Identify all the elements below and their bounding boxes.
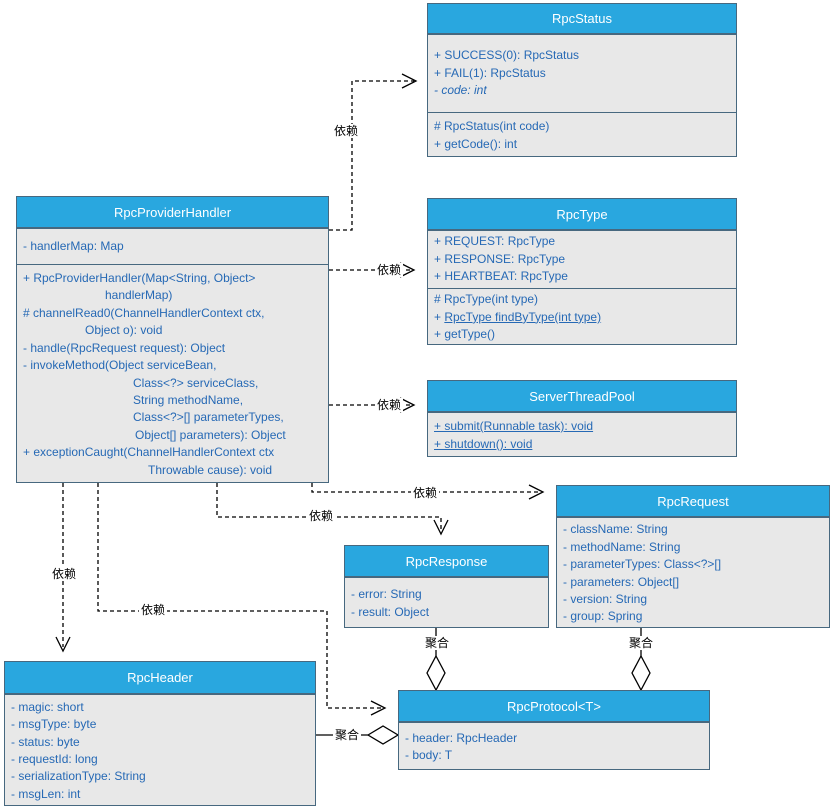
edge-label-dependency: 依赖 [138, 603, 168, 617]
edge-label-dependency: 依赖 [410, 486, 440, 500]
member-line: - serializationType: String [11, 769, 146, 784]
member-line: Throwable cause): void [148, 462, 273, 477]
class-box-rpcstatus: RpcStatus + SUCCESS(0): RpcStatus + FAIL(… [427, 3, 737, 157]
member-line: - status: byte [11, 734, 80, 749]
member-line: + getCode(): int [434, 136, 518, 151]
attributes-section: + SUCCESS(0): RpcStatus + FAIL(1): RpcSta… [428, 34, 736, 112]
class-title: RpcRequest [557, 486, 829, 517]
attributes-section: - header: RpcHeader - body: T [399, 722, 709, 771]
member-line: String methodName, [133, 392, 244, 407]
member-line: # RpcType(int type) [434, 292, 539, 307]
member-line: - invokeMethod(Object serviceBean, [23, 358, 217, 373]
class-title: RpcProviderHandler [17, 197, 328, 228]
member-line: + RESPONSE: RpcType [434, 251, 566, 266]
member-line: - parameters: Object[] [563, 574, 680, 589]
methods-section: + RpcProviderHandler(Map<String, Object>… [17, 264, 328, 484]
open-arrowhead-icon [401, 73, 418, 89]
member-line: - msgType: byte [11, 717, 97, 732]
member-line: Class<?>[] parameterTypes, [133, 410, 284, 425]
attributes-section: - magic: short - msgType: byte - status: b… [5, 694, 315, 807]
member-line: - magic: short [11, 699, 84, 714]
member-line: + submit(Runnable task): void [434, 419, 594, 434]
member-line: + exceptionCaught(ChannelHandlerContext … [23, 445, 275, 460]
member-line: - handle(RpcRequest request): Object [23, 340, 226, 355]
methods-section: # RpcStatus(int code) + getCode(): int [428, 112, 736, 158]
member-line: + getType() [434, 327, 496, 342]
member-line: - requestId: long [11, 752, 98, 766]
member-line: - header: RpcHeader [405, 730, 518, 745]
member-line: + REQUEST: RpcType [434, 234, 556, 249]
class-box-rpcresponse: RpcResponse - error: String - result: Obj… [344, 545, 549, 628]
class-box-serverthreadpool: ServerThreadPool + submit(Runnable task)… [427, 380, 737, 457]
edge-label-dependency: 依赖 [306, 509, 336, 523]
member-line: + FAIL(1): RpcStatus [434, 65, 546, 80]
class-box-rpctype: RpcType + REQUEST: RpcType + RESPONSE: Rp… [427, 198, 737, 345]
attributes-section: + REQUEST: RpcType + RESPONSE: RpcType + H… [428, 230, 736, 288]
methods-section: + submit(Runnable task): void + shutdown(… [428, 412, 736, 458]
class-box-rpcrequest: RpcRequest - className: String - methodNa… [556, 485, 830, 628]
open-arrowhead-icon [370, 700, 387, 716]
edge-label-dependency: 依赖 [49, 567, 79, 581]
edge-label-aggregation: 聚合 [626, 636, 656, 650]
member-line: + SUCCESS(0): RpcStatus [434, 48, 580, 63]
edge-label-aggregation: 聚合 [332, 728, 362, 742]
class-title: ServerThreadPool [428, 381, 736, 412]
attributes-section: - className: String - methodName: String -… [557, 517, 829, 629]
methods-section: # RpcType(int type) + RpcType findByType(… [428, 288, 736, 346]
member-line: - group: Spring [563, 609, 643, 624]
member-line: Object o): void [85, 323, 163, 338]
open-arrowhead-icon [528, 484, 545, 500]
class-box-rpcheader: RpcHeader - magic: short- msgType: byte-… [4, 661, 316, 806]
member-line: + HEARTBEAT: RpcType [434, 269, 568, 284]
member-line: - error: String [351, 587, 422, 602]
class-title: RpcProtocol<T> [399, 691, 709, 722]
member-line: - msgLen: int [11, 786, 81, 801]
member-line: - version: String [563, 591, 648, 606]
class-title: RpcHeader [5, 662, 315, 694]
aggregation-diamond-icon [426, 654, 446, 692]
class-title: RpcStatus [428, 4, 736, 34]
edge-label-aggregation: 聚合 [422, 636, 452, 650]
edge-label-dependency: 依赖 [374, 398, 404, 412]
class-box-rpcprotocol: RpcProtocol<T> - header: RpcHeader - body… [398, 690, 710, 770]
member-line: - body: T [405, 748, 453, 762]
member-line: handlerMap) [105, 288, 173, 303]
member-line: - code: int [434, 83, 487, 98]
class-box-rpcproviderhandler: RpcProviderHandler - handlerMap: Map + R… [16, 196, 329, 483]
member-line: + RpcProviderHandler(Map<String, Object> [23, 271, 256, 286]
class-title: RpcType [428, 199, 736, 230]
dependency-edge-providerhandler-rpcstatus [329, 80, 414, 231]
member-line: + RpcType findByType(int type) [434, 309, 602, 324]
class-title: RpcResponse [345, 546, 548, 577]
edge-label-dependency: 依赖 [374, 263, 404, 277]
member-line: - handlerMap: Map [23, 238, 124, 253]
aggregation-diamond-icon [631, 654, 651, 692]
open-arrowhead-icon [55, 636, 71, 653]
member-line: - result: Object [351, 604, 430, 619]
member-line: Object[] parameters): Object [135, 427, 286, 442]
attributes-section: - error: String - result: Object [345, 577, 548, 629]
member-line: # channelRead0(ChannelHandlerContext ctx… [23, 305, 265, 320]
member-line: - className: String [563, 522, 668, 537]
member-line: - parameterTypes: Class<?>[] [563, 557, 722, 572]
attributes-section: - handlerMap: Map [17, 228, 328, 264]
aggregation-diamond-icon [366, 725, 400, 745]
open-arrowhead-icon [433, 519, 449, 536]
edge-label-dependency: 依赖 [331, 124, 361, 138]
member-line: Class<?> serviceClass, [133, 375, 259, 390]
member-line: - methodName: String [563, 539, 681, 554]
member-line: + shutdown(): void [434, 436, 533, 451]
member-line: # RpcStatus(int code) [434, 119, 550, 134]
